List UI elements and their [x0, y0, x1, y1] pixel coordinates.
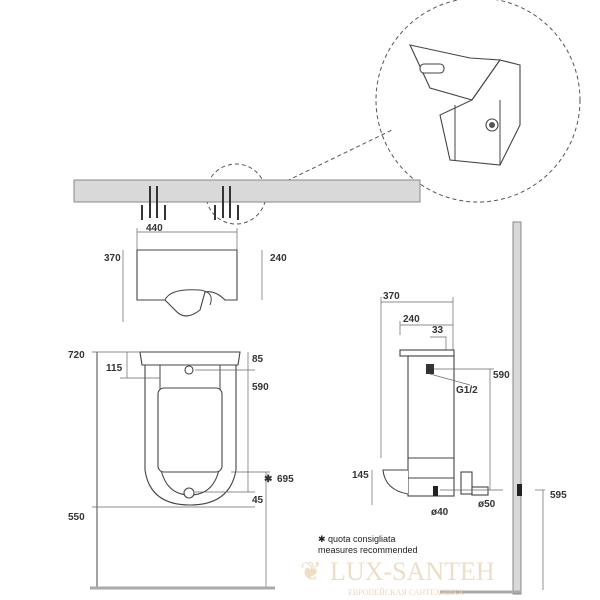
drain-height-label: 595	[550, 490, 567, 501]
wall-section	[73, 179, 421, 203]
top-width-label: 440	[146, 223, 163, 234]
front-view: 720 115 85 590 ✱ 695 45 550	[68, 350, 294, 590]
front-recommended-height-label: 695	[277, 474, 294, 485]
top-right-depth-label: 240	[270, 253, 287, 264]
top-view: 440 370 240	[104, 223, 287, 322]
side-inner-depth-label: 240	[403, 314, 420, 325]
front-bottom-height-label: 550	[68, 512, 85, 523]
top-left-depth-label: 370	[104, 253, 121, 264]
watermark-logo: ❦ LUX-SANTEH ЕВРОПЕЙСКАЯ САНТЕХНИКА	[300, 557, 495, 597]
watermark-tagline: ЕВРОПЕЙСКАЯ САНТЕХНИКА	[348, 588, 464, 597]
front-outlet-offset-label: 45	[252, 495, 264, 506]
watermark-brand: LUX-SANTEH	[330, 557, 495, 586]
front-fixing-offset-label: 115	[106, 363, 123, 374]
side-view: 370 240 33 G1/2 590 145 ø40 ø50 595	[352, 221, 567, 595]
drain-diameter-label: ø50	[478, 499, 496, 510]
outlet-diameter-label: ø40	[431, 507, 449, 518]
legend-marker: ✱	[318, 534, 326, 544]
bracket-detail	[205, 0, 581, 225]
inlet-thread-label: G1/2	[456, 385, 478, 396]
front-inlet-outlet-label: 590	[252, 382, 269, 393]
side-lip-height-label: 145	[352, 470, 369, 481]
front-total-height-label: 720	[68, 350, 85, 361]
watermark-ornament-icon: ❦	[300, 557, 322, 586]
side-depth-label: 370	[383, 291, 400, 302]
side-inlet-offset-label: 33	[432, 325, 444, 336]
recommended-marker: ✱	[264, 474, 273, 485]
front-top-offset-label: 85	[252, 354, 264, 365]
legend-line-2: measures recommended	[318, 545, 418, 555]
fixing-bolts	[141, 186, 239, 220]
side-height-label: 590	[493, 370, 510, 381]
legend-line-1: quota consigliata	[328, 534, 396, 544]
legend: ✱ quota consigliata measures recommended	[318, 534, 418, 555]
